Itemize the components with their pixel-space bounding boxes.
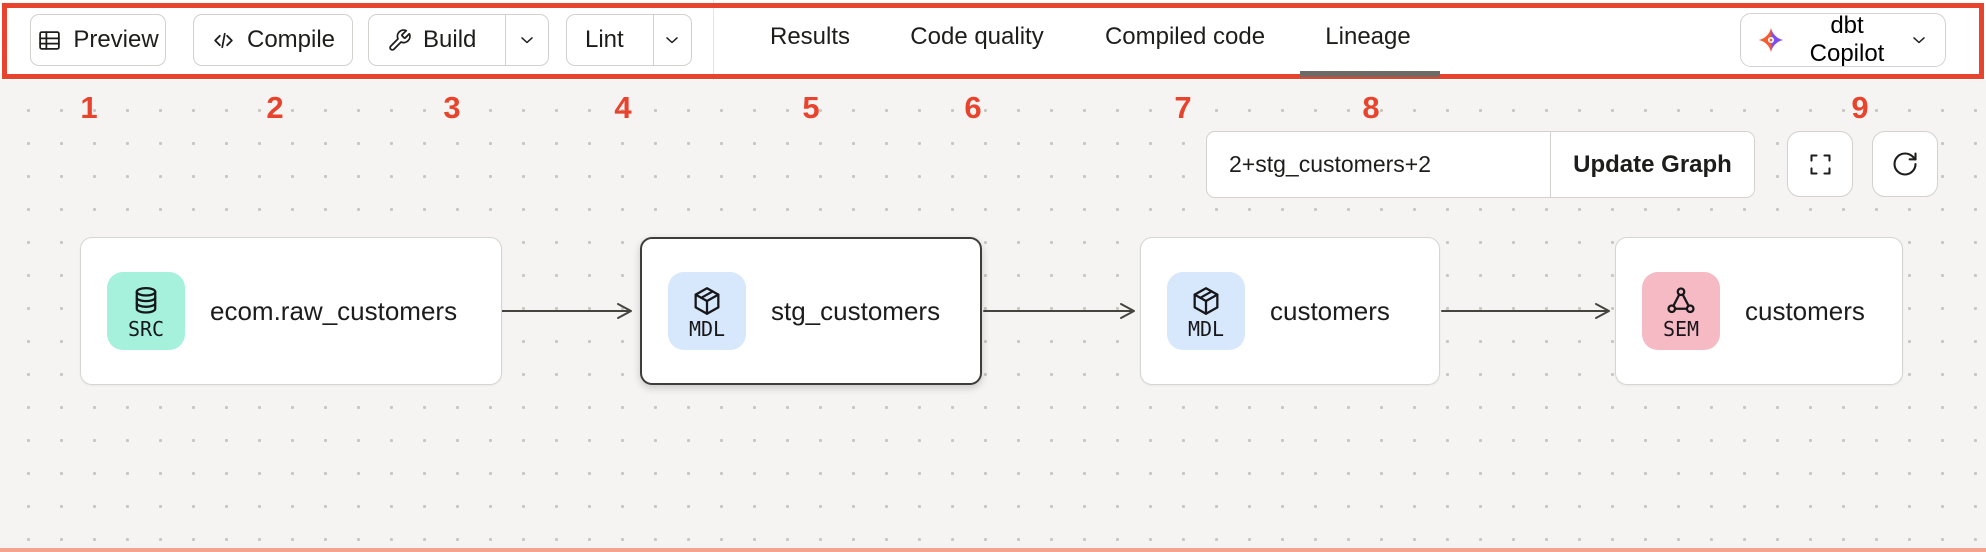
lineage-node-customers-model[interactable]: MDL customers: [1140, 237, 1440, 385]
tab-code-quality[interactable]: Code quality: [910, 23, 1044, 50]
lineage-node-stg-customers[interactable]: MDL stg_customers: [640, 237, 982, 385]
annotation-number: 3: [443, 90, 461, 125]
compile-button-label: Compile: [246, 26, 336, 53]
refresh-icon: [1891, 150, 1919, 178]
fullscreen-button[interactable]: [1787, 131, 1853, 197]
annotation-number: 1: [80, 90, 98, 125]
annotation-bottom-line: [0, 548, 1986, 552]
model-badge: MDL: [1167, 272, 1245, 350]
annotation-number: 5: [802, 90, 820, 125]
source-badge: SRC: [107, 272, 185, 350]
semantic-badge: SEM: [1642, 272, 1720, 350]
database-icon: [129, 284, 163, 318]
node-badge-label: SEM: [1662, 316, 1700, 341]
lint-dropdown-toggle[interactable]: [652, 15, 691, 65]
preview-button-label: Preview: [73, 26, 159, 53]
chevron-down-icon: [517, 30, 537, 50]
cube-icon: [1189, 284, 1223, 318]
build-split-button: Build: [368, 14, 549, 66]
build-button[interactable]: Build: [369, 15, 494, 65]
code-icon: [211, 28, 236, 53]
wrench-icon: [387, 28, 412, 53]
annotation-number: 2: [266, 90, 284, 125]
annotation-number: 9: [1851, 90, 1869, 125]
fullscreen-icon: [1807, 151, 1834, 178]
toolbar: Preview Compile Build: [0, 0, 1986, 80]
compile-button[interactable]: Compile: [193, 14, 353, 66]
lineage-selector-group: 2+stg_customers+2 Update Graph: [1206, 131, 1755, 198]
model-badge: MDL: [668, 272, 746, 350]
dbt-copilot-button[interactable]: dbt Copilot: [1740, 12, 1946, 67]
semantic-model-icon: [1664, 284, 1698, 318]
lint-split-button: Lint: [566, 14, 692, 66]
dbt-copilot-label: dbt Copilot: [1809, 12, 1885, 67]
active-tab-indicator: [1300, 71, 1440, 77]
node-badge-label: MDL: [688, 316, 726, 341]
annotation-number: 8: [1362, 90, 1380, 125]
tab-compiled-code[interactable]: Compiled code: [1104, 23, 1266, 50]
toolbar-separator: [713, 0, 714, 80]
chevron-down-icon: [1909, 30, 1929, 50]
annotation-number: 7: [1174, 90, 1192, 125]
lint-button[interactable]: Lint: [567, 15, 642, 65]
node-label: stg_customers: [771, 295, 941, 326]
refresh-button[interactable]: [1872, 131, 1938, 197]
cube-icon: [690, 284, 724, 318]
chevron-down-icon: [662, 30, 682, 50]
preview-button[interactable]: Preview: [30, 14, 166, 66]
node-label: customers: [1745, 295, 1865, 326]
tab-results[interactable]: Results: [769, 23, 851, 50]
table-icon: [37, 28, 62, 53]
lineage-node-customers-semantic[interactable]: SEM customers: [1615, 237, 1903, 385]
node-label: ecom.raw_customers: [210, 295, 458, 326]
annotation-number: 6: [964, 90, 982, 125]
node-badge-label: SRC: [127, 316, 165, 341]
annotation-number: 4: [614, 90, 632, 125]
dbt-logo-icon: [1757, 26, 1785, 54]
lineage-node-source-raw-customers[interactable]: SRC ecom.raw_customers: [80, 237, 502, 385]
lint-button-label: Lint: [585, 26, 624, 53]
build-button-label: Build: [423, 26, 477, 53]
node-label: customers: [1270, 295, 1390, 326]
build-dropdown-toggle[interactable]: [505, 15, 548, 65]
lineage-selector-input[interactable]: 2+stg_customers+2: [1207, 132, 1551, 197]
tab-lineage[interactable]: Lineage: [1325, 23, 1411, 50]
node-badge-label: MDL: [1187, 316, 1225, 341]
update-graph-button[interactable]: Update Graph: [1551, 132, 1754, 197]
